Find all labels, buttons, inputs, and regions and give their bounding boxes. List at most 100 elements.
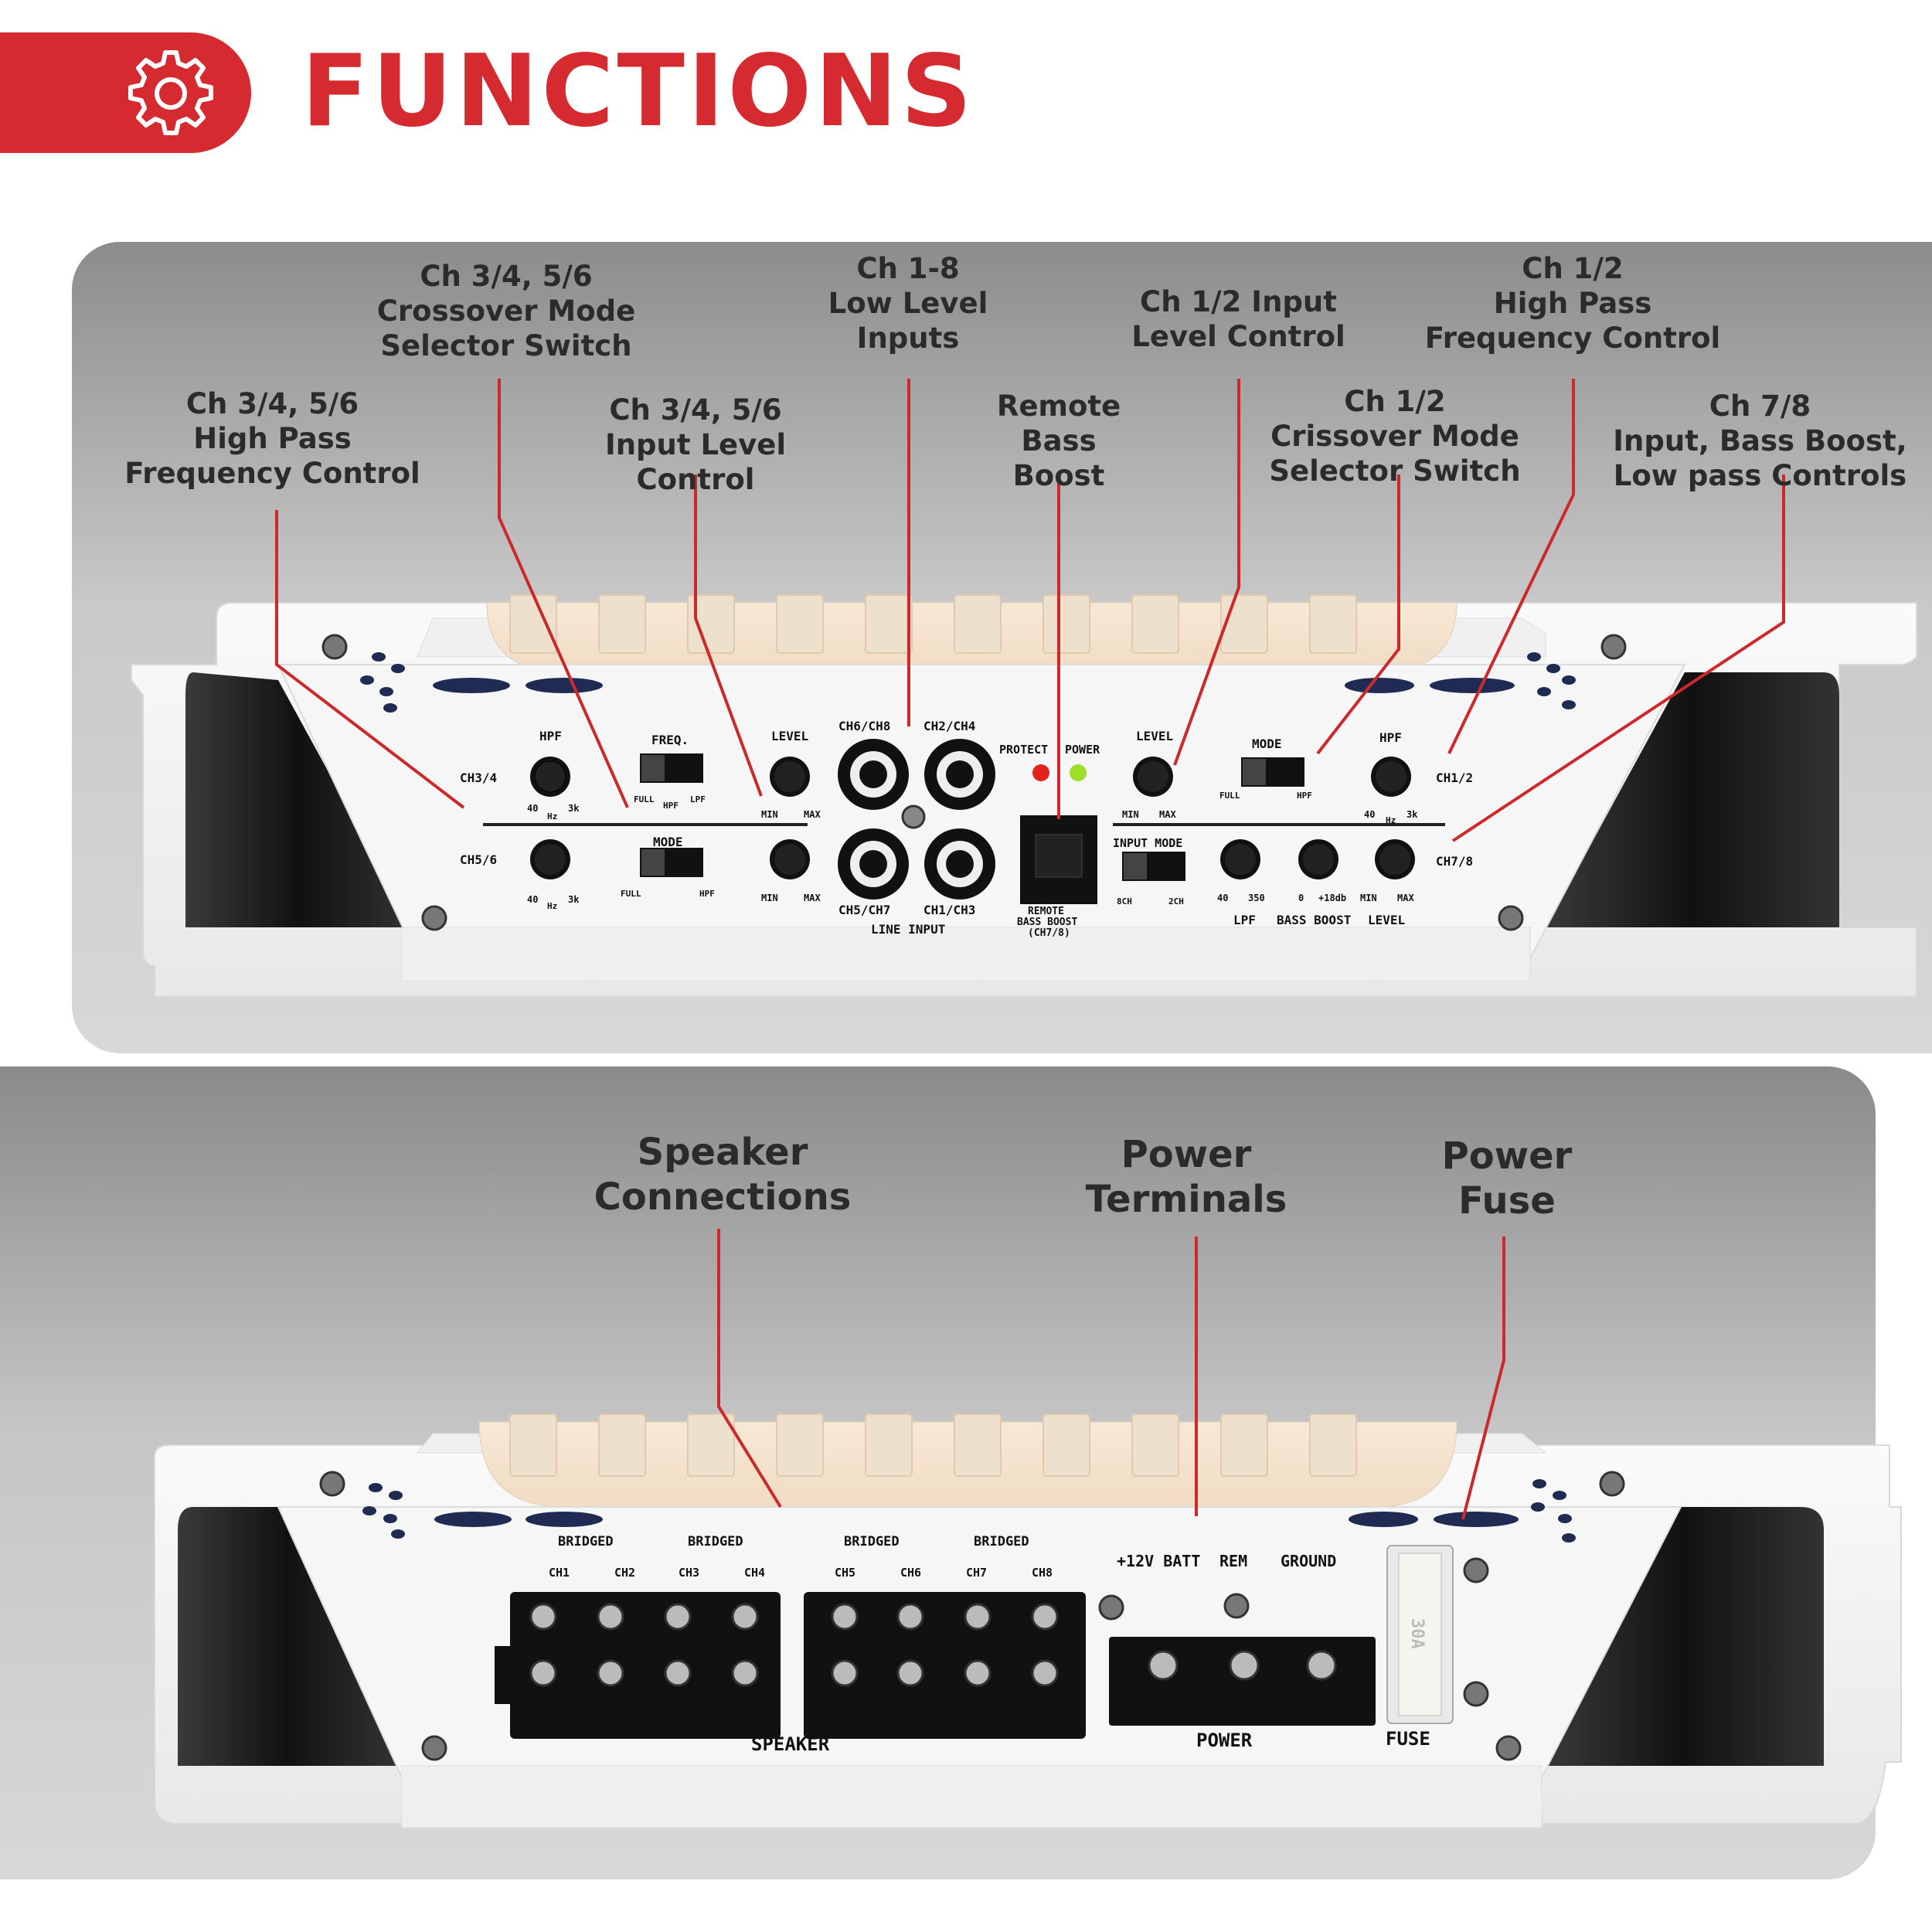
knob-level-ch78[interactable]	[1375, 839, 1415, 879]
label-rem: REM	[1219, 1552, 1247, 1570]
knob-level-ch12[interactable]	[1133, 757, 1173, 797]
label-min-a: MIN	[761, 809, 778, 820]
label-ch1ch3: CH1/CH3	[923, 903, 975, 917]
label-full-c: FULL	[1219, 791, 1240, 801]
callout-ch34-crossover: Ch 3/4, 5/6 Crossover Mode Selector Swit…	[376, 260, 636, 362]
label-hpf-b: HPF	[699, 889, 715, 899]
left-vent-bottom	[178, 1507, 398, 1766]
label-full-a: FULL	[634, 794, 655, 804]
switch-input-mode[interactable]	[1122, 852, 1185, 881]
label-ch5: CH5	[835, 1566, 855, 1580]
label-input-mode: INPUT MODE	[1113, 836, 1182, 850]
label-hpf-right: HPF	[1379, 730, 1402, 745]
label-ch1: CH1	[549, 1566, 570, 1580]
label-hpf-left: HPF	[539, 729, 562, 743]
knob-hpf-ch56[interactable]	[530, 839, 570, 879]
speaker-terminal-block-right[interactable]	[804, 1592, 1086, 1739]
label-bridged-2: BRIDGED	[688, 1534, 743, 1549]
knob-level-ch34[interactable]	[770, 757, 810, 797]
power-fuse[interactable]: 30A	[1386, 1545, 1454, 1724]
label-max-d: MAX	[1397, 893, 1414, 903]
label-40: 40	[527, 803, 538, 814]
speaker-terminal-block-left[interactable]	[495, 1592, 781, 1739]
label-remote: REMOTE	[1028, 906, 1064, 917]
fuse-rating: 30A	[1407, 1618, 1427, 1649]
label-mode-right: MODE	[1252, 736, 1282, 751]
amp-top-body	[131, 594, 1917, 998]
callout-speaker-connections: Speaker Connections	[594, 1131, 852, 1219]
label-full-b: FULL	[621, 889, 641, 899]
switch-mode-ch56[interactable]	[640, 848, 703, 877]
callout-ch12-hpf: Ch 1/2 High Pass Frequency Control	[1424, 252, 1721, 355]
label-ch5ch7: CH5/CH7	[838, 903, 890, 917]
power-led	[1070, 764, 1087, 781]
label-3k: 3k	[568, 803, 580, 814]
label-ch6ch8: CH6/CH8	[838, 719, 890, 733]
label-ch2ch4: CH2/CH4	[923, 719, 975, 733]
label-min-c: MIN	[1122, 809, 1139, 820]
knob-level-ch56[interactable]	[770, 839, 810, 879]
callout-ch34-hpf: Ch 3/4, 5/6 High Pass Frequency Control	[124, 387, 420, 490]
label-ground: GROUND	[1281, 1552, 1336, 1570]
label-max-c: MAX	[1159, 809, 1176, 820]
amp-bottom-body: 30A	[154, 1413, 1902, 1828]
label-ch8: CH8	[1032, 1566, 1053, 1580]
label-batt: +12V BATT	[1117, 1552, 1200, 1570]
label-freq: FREQ.	[651, 733, 689, 747]
label-ch2: CH2	[614, 1566, 635, 1580]
label-40-d: 40	[1217, 893, 1228, 903]
label-hz-b: Hz	[547, 901, 557, 911]
knob-lpf-ch78[interactable]	[1220, 839, 1260, 879]
switch-freq-ch34[interactable]	[640, 753, 703, 783]
label-speaker: SPEAKER	[751, 1733, 830, 1755]
label-40-b: 40	[527, 894, 538, 905]
label-ch6: CH6	[900, 1566, 921, 1580]
remote-bass-boost-jack[interactable]	[1020, 815, 1097, 904]
label-bridged-4: BRIDGED	[974, 1534, 1029, 1549]
right-vent-bottom	[1542, 1507, 1824, 1766]
label-level-left: LEVEL	[771, 729, 808, 743]
knob-hpf-ch34[interactable]	[530, 757, 570, 797]
rca-ch2-ch4[interactable]	[924, 739, 995, 810]
knob-hpf-ch12[interactable]	[1371, 757, 1411, 797]
label-bass-boost-remote: BASS BOOST	[1017, 917, 1077, 928]
label-min-d: MIN	[1360, 893, 1377, 903]
rca-ch1-ch3[interactable]	[924, 828, 995, 900]
left-vent	[185, 672, 413, 927]
label-3k-b: 3k	[568, 894, 580, 905]
label-ch56: CH5/6	[460, 852, 497, 867]
label-bridged-3: BRIDGED	[844, 1534, 900, 1549]
label-ch7: CH7	[966, 1566, 987, 1580]
gear-icon	[128, 50, 213, 135]
label-line-input: LINE INPUT	[871, 922, 945, 937]
label-lpf-a: LPF	[690, 794, 706, 804]
rca-ch5-ch7[interactable]	[838, 828, 909, 900]
label-ch78-paren: (CH7/8)	[1028, 927, 1070, 939]
callout-ch78: Ch 7/8 Input, Bass Boost, Low pass Contr…	[1613, 389, 1907, 492]
label-3k-c: 3k	[1406, 809, 1418, 820]
callout-ch12-crossover: Ch 1/2 Crissover Mode Selector Switch	[1269, 385, 1521, 488]
rca-ch6-ch8[interactable]	[838, 739, 909, 810]
label-ch34: CH3/4	[460, 770, 497, 785]
label-ch4: CH4	[744, 1566, 765, 1580]
label-lpf: LPF	[1233, 913, 1256, 927]
page-title: FUNCTIONS	[301, 34, 975, 149]
protect-led	[1032, 764, 1049, 781]
label-max-b: MAX	[804, 893, 821, 903]
label-bridged-1: BRIDGED	[558, 1534, 614, 1549]
label-ch12: CH1/2	[1436, 770, 1473, 785]
label-hz: Hz	[547, 811, 557, 821]
label-bass-boost: BASS BOOST	[1277, 913, 1351, 927]
label-350: 350	[1248, 893, 1265, 903]
callout-remote-bass-boost: Remote Bass Boost	[996, 389, 1121, 492]
label-level-ch78: LEVEL	[1368, 913, 1405, 927]
label-hpf-a: HPF	[663, 801, 679, 811]
label-40-c: 40	[1364, 809, 1375, 820]
callout-ch34-level: Ch 3/4, 5/6 Input Level Control	[604, 393, 787, 496]
knob-bass-boost-ch78[interactable]	[1298, 839, 1338, 879]
switch-mode-ch12[interactable]	[1241, 757, 1304, 787]
callout-power-fuse: Power Fuse	[1441, 1134, 1573, 1223]
power-terminal-block[interactable]	[1109, 1637, 1376, 1726]
callout-power-terminals: Power Terminals	[1085, 1133, 1287, 1221]
